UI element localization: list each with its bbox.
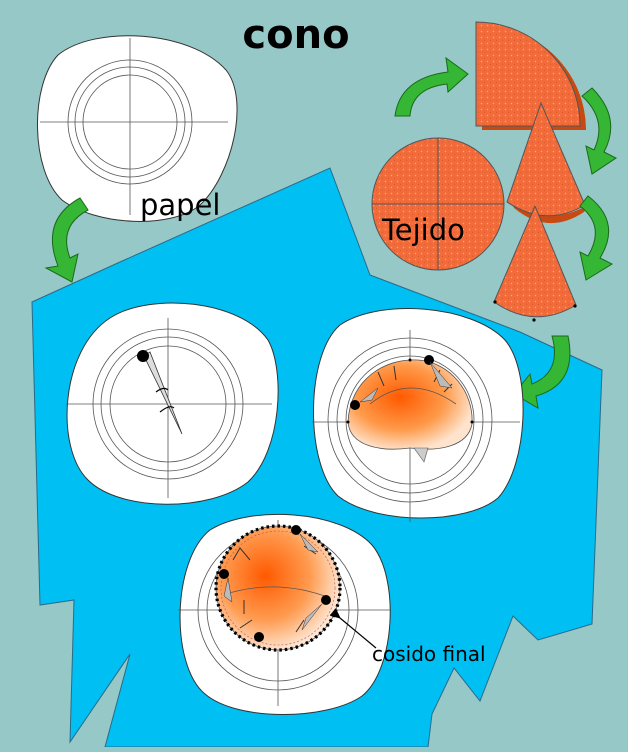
curved-arrow-icon <box>44 197 89 283</box>
fabric-cone-2 <box>493 204 577 322</box>
curved-arrow-icon <box>513 335 571 409</box>
fabric-quarter <box>475 21 586 130</box>
curved-arrow-icon <box>581 87 617 175</box>
paper-template <box>37 35 238 222</box>
fabric-circle <box>371 137 505 271</box>
curved-arrow-icon <box>394 56 469 117</box>
fabric-label: Tejido <box>381 213 465 247</box>
paper-label: papel <box>140 188 221 222</box>
step-cone-pinned <box>312 308 524 522</box>
step-final-stitched <box>178 513 391 715</box>
final-stitch-label: cosido final <box>372 642 486 666</box>
curved-arrow-icon <box>579 195 614 281</box>
step-pin-paper <box>66 302 279 505</box>
diagram-title: cono <box>242 12 349 58</box>
annotation-arrow <box>329 608 377 649</box>
